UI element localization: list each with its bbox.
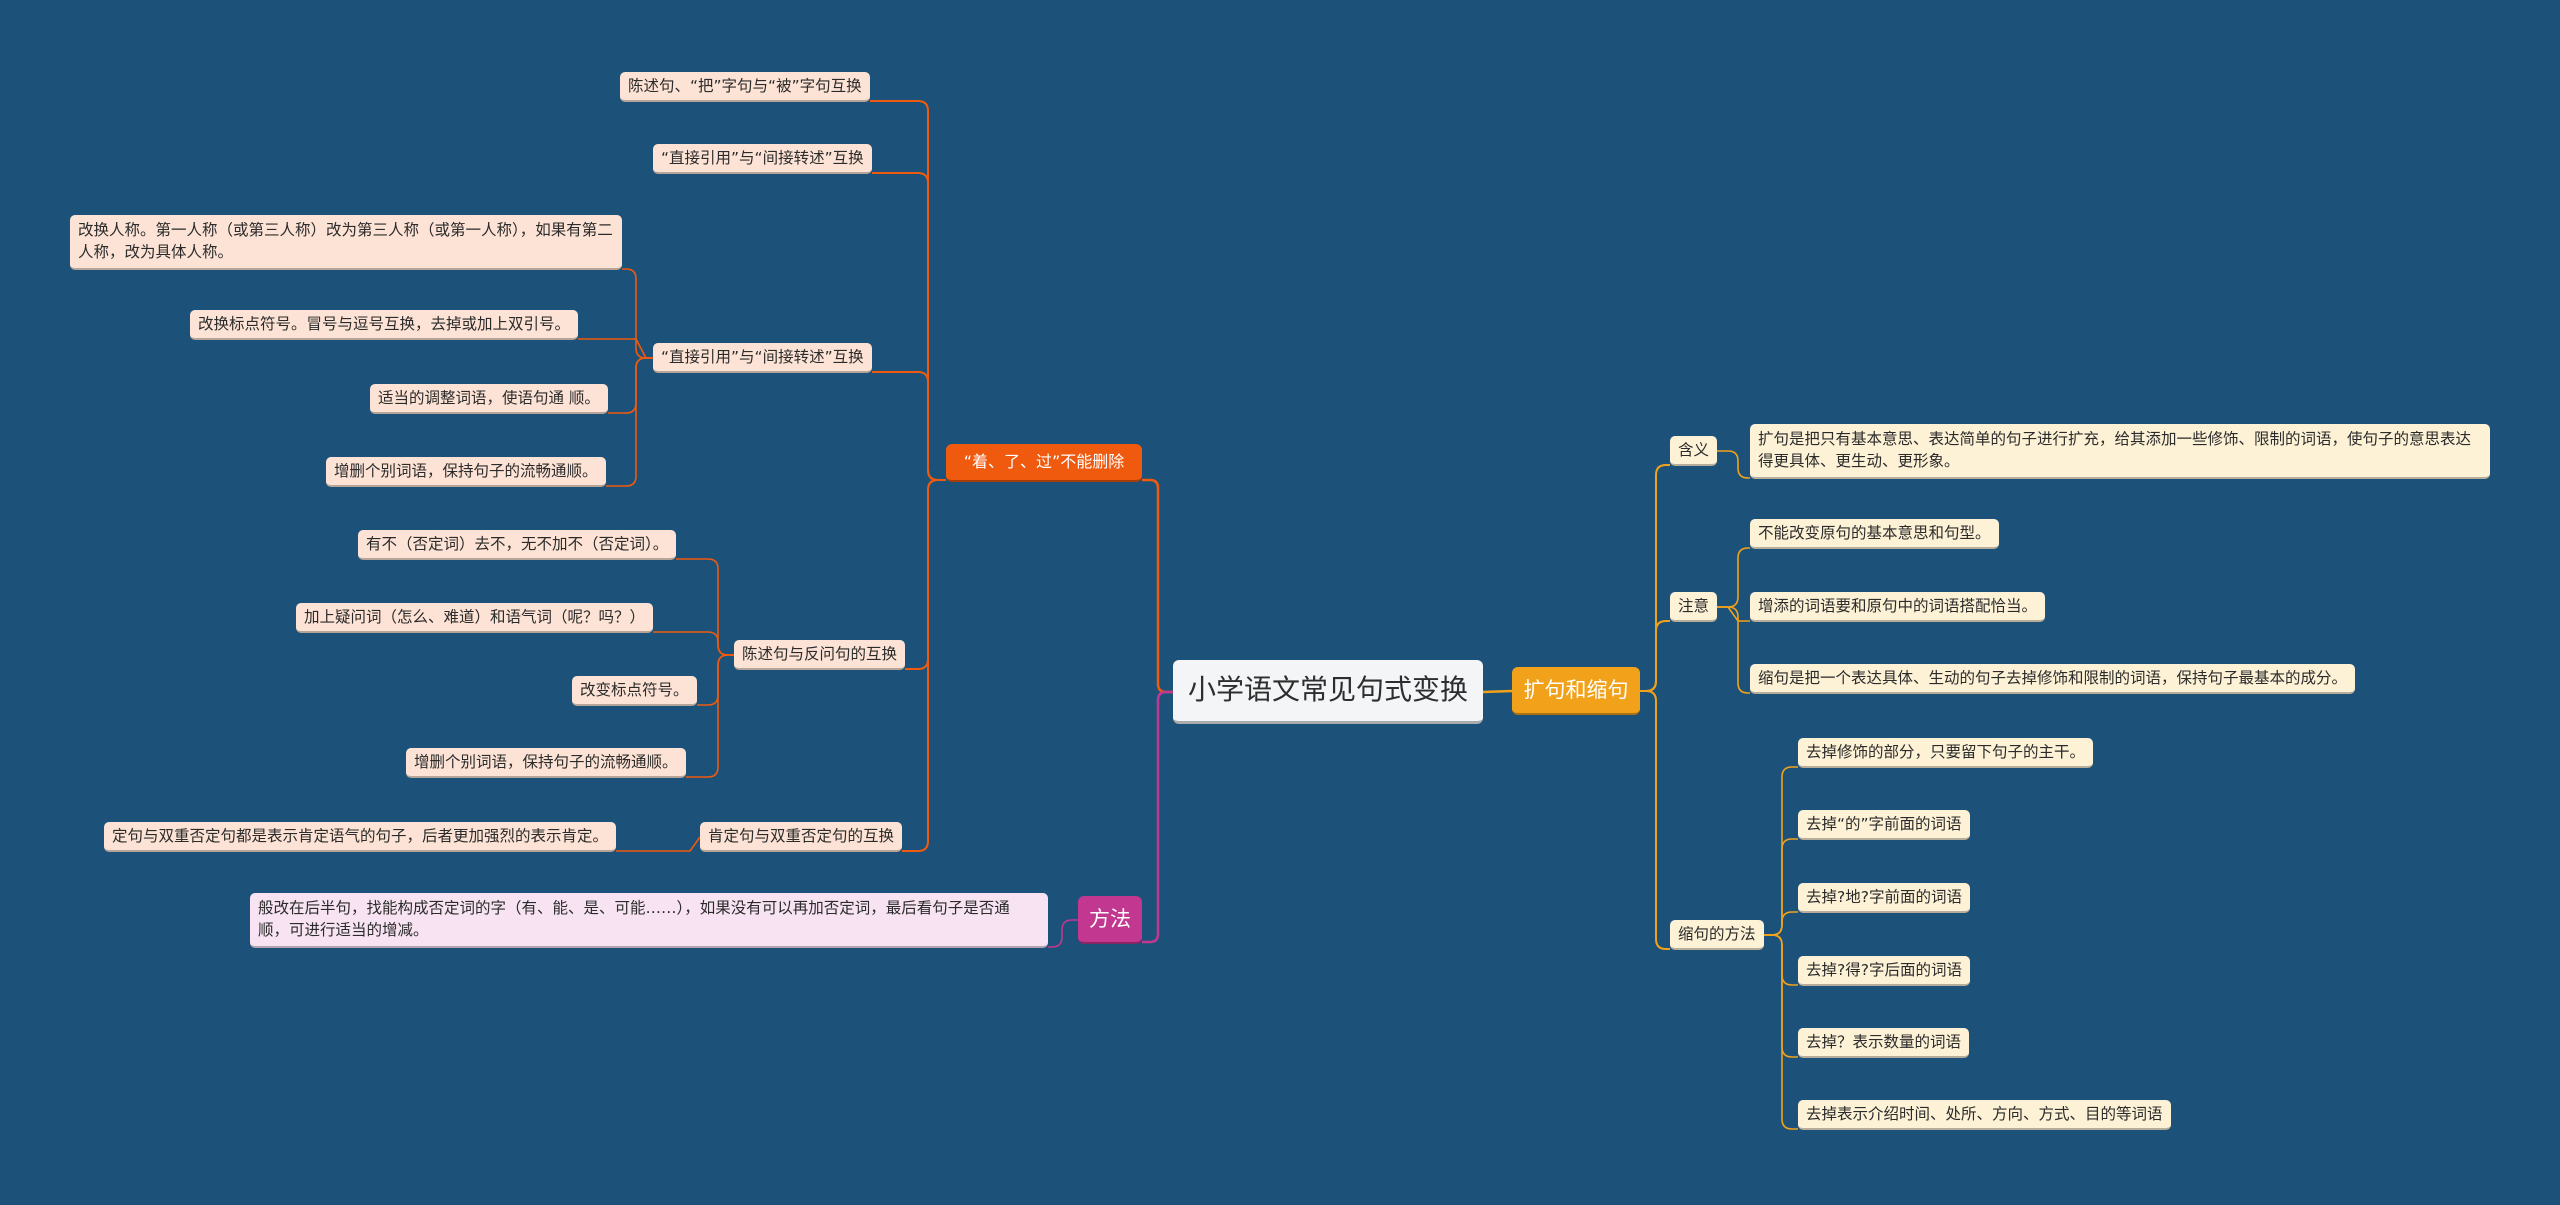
leaf-remove-before-di[interactable]: 去掉?地?字前面的词语 [1798,883,1970,914]
node-direct-indirect-swap-detail[interactable]: “直接引用”与“间接转述”互换 [653,343,872,374]
leaf-change-punctuation[interactable]: 改换标点符号。冒号与逗号互换，去掉或加上双引号。 [190,310,579,341]
leaf-remove-after-de[interactable]: 去掉?得?字后面的词语 [1798,956,1970,987]
node-direct-indirect-swap[interactable]: “直接引用”与“间接转述”互换 [653,144,872,175]
link-n4-3 [686,654,734,778]
link-topic1-0 [870,100,946,481]
node-affirmative-double-negative-swap[interactable]: 肯定句与双重否定句的互换 [700,822,903,853]
leaf-add-remove-words-2[interactable]: 增删个别词语，保持句子的流畅通顺。 [406,748,686,779]
link-center-left-0 [1142,478,1173,694]
leaf-words-match[interactable]: 增添的词语要和原句中的词语搭配恰当。 [1750,592,2046,623]
leaf-meaning-explain[interactable]: 扩句是把只有基本意思、表达简单的句子进行扩充，给其添加一些修饰、限制的词语，使句… [1750,424,2490,479]
link-n4-1 [653,631,734,656]
link-center-left-1 [1142,690,1173,944]
link-n3-3 [606,357,653,487]
link-topic1-4 [902,479,946,852]
link-topic1-1 [872,172,946,481]
leaf-method-explain[interactable]: 般改在后半句，找能构成否定词的字（有、能、是、可能……），如果没有可以再加否定词… [250,893,1048,948]
link-right-0 [1640,464,1670,692]
link-method-right-3 [1764,934,1798,986]
leaf-remove-modifiers[interactable]: 去掉修饰的部分，只要留下句子的主干。 [1798,738,2094,769]
central-topic[interactable]: 小学语文常见句式变换 [1173,660,1483,724]
link-method-0 [1048,919,1078,948]
leaf-double-negative-explain[interactable]: 定句与双重否定句都是表示肯定语气的句子，后者更加强烈的表示肯定。 [104,822,617,853]
link-topic1-3 [905,479,946,670]
leaf-remove-adverbials[interactable]: 去掉表示介绍时间、处所、方向、方式、目的等词语 [1798,1100,2171,1131]
leaf-add-remove-words[interactable]: 增删个别词语，保持句子的流畅通顺。 [326,457,606,488]
leaf-add-question-words[interactable]: 加上疑问词（怎么、难道）和语气词（呢？吗？） [296,603,654,634]
node-meaning[interactable]: 含义 [1670,436,1718,467]
link-method-right-0 [1764,766,1798,936]
node-shrink-method[interactable]: 缩句的方法 [1670,920,1764,951]
node-passive-sentence-swap[interactable]: 陈述句、“把”字句与“被”字句互换 [620,72,870,103]
link-method-right-4 [1764,934,1798,1058]
link-n3-1 [578,338,653,359]
leaf-change-punctuation-2[interactable]: 改变标点符号。 [572,676,697,707]
link-attention-1 [1717,606,1750,622]
branch-expand-shrink[interactable]: 扩句和缩句 [1512,667,1640,715]
leaf-remove-quantity[interactable]: 去掉？表示数量的词语 [1798,1028,1970,1059]
leaf-negation-rule[interactable]: 有不（否定词）去不，无不加不（否定词）。 [358,530,677,561]
link-topic1-2 [872,371,946,481]
link-n5-0 [616,836,701,852]
link-right-2 [1640,690,1670,950]
link-method-right-5 [1764,934,1798,1130]
link-method-right-1 [1764,838,1798,936]
leaf-change-person[interactable]: 改换人称。第一人称（或第三人称）改为第三人称（或第一人称），如果有第二人称，改为… [70,215,622,270]
node-attention[interactable]: 注意 [1670,592,1718,623]
link-right-1 [1640,620,1670,692]
leaf-adjust-words[interactable]: 适当的调整词语，使语句通 顺。 [370,384,608,415]
branch-aspect-particles[interactable]: “着、了、过”不能删除 [946,444,1142,482]
link-n3-0 [622,268,653,359]
link-attention-0 [1717,547,1750,608]
branch-method[interactable]: 方法 [1078,896,1142,944]
link-n4-2 [697,654,734,706]
leaf-keep-meaning[interactable]: 不能改变原句的基本意思和句型。 [1750,519,1999,550]
node-statement-rhetorical-swap[interactable]: 陈述句与反问句的互换 [734,640,906,671]
link-n4-0 [676,558,734,656]
link-attention-2 [1717,606,1750,694]
leaf-shrink-definition[interactable]: 缩句是把一个表达具体、生动的句子去掉修饰和限制的词语，保持句子最基本的成分。 [1750,664,2356,695]
leaf-remove-before-de[interactable]: 去掉“的”字前面的词语 [1798,810,1970,841]
link-method-right-2 [1764,911,1798,936]
link-n3-2 [608,357,653,414]
link-meaning-0 [1717,450,1750,479]
link-center-right [1482,689,1513,694]
